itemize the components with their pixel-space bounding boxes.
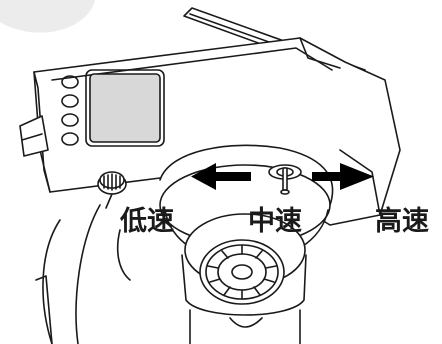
speed-label-high: 高速 <box>375 206 429 237</box>
speed-lever <box>268 164 302 195</box>
arrow-right-icon <box>312 163 374 190</box>
adjust-knob <box>97 171 127 209</box>
side-buttons <box>61 75 79 146</box>
speed-label-mid: 中速 <box>248 206 302 237</box>
corner-shape <box>0 0 95 33</box>
left-grip <box>35 204 131 344</box>
turbine-intake <box>199 239 285 305</box>
display-screen <box>89 73 161 143</box>
arrow-left-icon <box>191 163 251 190</box>
speed-label-low: 低速 <box>120 206 174 237</box>
